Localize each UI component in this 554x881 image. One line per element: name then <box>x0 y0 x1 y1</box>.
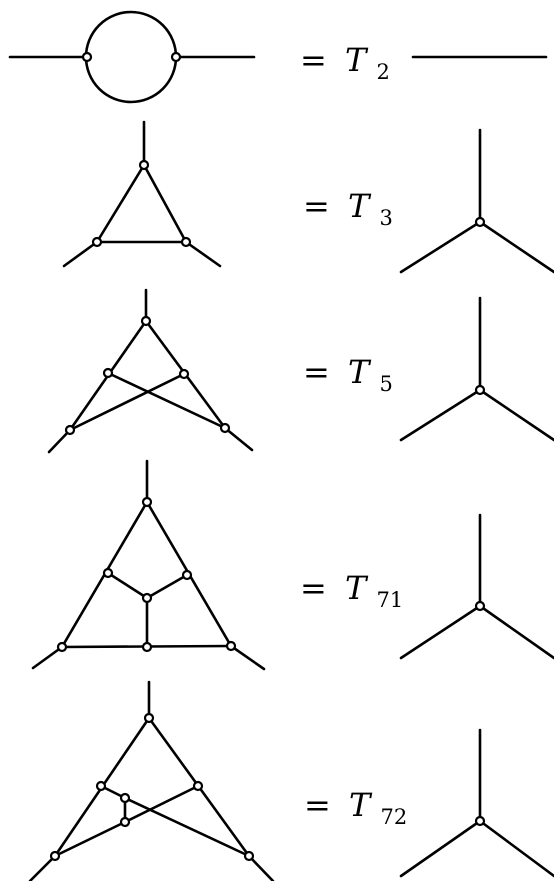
external-leg-right <box>223 426 254 452</box>
vertex <box>180 236 192 248</box>
external-leg-left <box>28 854 57 881</box>
vertex <box>141 641 153 653</box>
crossed-triangle-diagram <box>47 288 254 454</box>
leg <box>478 604 554 660</box>
equation-t3: = T 3 <box>303 187 393 230</box>
subscript: 5 <box>380 372 393 396</box>
leg <box>399 819 482 878</box>
vertex <box>91 236 103 248</box>
vertex <box>474 600 486 612</box>
loop-circle <box>84 10 178 104</box>
subscript: 71 <box>377 588 404 612</box>
equals-sign: = <box>300 41 327 79</box>
vertex <box>143 712 155 724</box>
subscript: 72 <box>381 805 408 829</box>
external-leg-left <box>62 240 99 268</box>
vertex <box>81 51 93 63</box>
vertex <box>56 641 68 653</box>
vertex <box>243 850 255 862</box>
vertex <box>192 780 204 792</box>
tadpole-symbol: T <box>348 187 372 225</box>
equals-sign: = <box>303 187 330 225</box>
row-t2: = T 2 <box>8 10 548 104</box>
internal-edge <box>106 371 227 430</box>
vertex <box>181 569 193 581</box>
triangle-diagram <box>62 120 222 268</box>
equation-t72: = T 72 <box>304 786 407 829</box>
tadpole-symbol: T <box>348 353 372 391</box>
subscript: 2 <box>377 60 390 84</box>
internal-edge <box>145 573 189 600</box>
vertex <box>119 792 131 804</box>
vertex <box>140 315 152 327</box>
leg <box>478 819 554 878</box>
equation-t5: = T 5 <box>303 353 393 396</box>
leg <box>399 388 482 442</box>
internal-edge <box>123 796 251 858</box>
equation-t71: = T 71 <box>300 569 403 612</box>
equals-sign: = <box>300 569 327 607</box>
vertex-diagram <box>399 128 554 274</box>
vertex <box>141 592 153 604</box>
equals-sign: = <box>304 786 331 824</box>
vertex <box>49 850 61 862</box>
bubble-diagram <box>8 10 256 104</box>
vertex <box>102 367 114 379</box>
vertex <box>178 368 190 380</box>
row-t72: = T 72 <box>28 680 554 881</box>
vertex <box>170 51 182 63</box>
row-t3: = T 3 <box>62 120 554 274</box>
vertex <box>474 815 486 827</box>
vertex-diagram <box>399 296 554 442</box>
vertex-diagram <box>399 728 554 878</box>
row-t5: = T 5 <box>47 288 554 454</box>
vertex <box>64 424 76 436</box>
internal-edge <box>106 571 149 600</box>
leg <box>478 220 554 274</box>
equation-t2: = T 2 <box>300 41 390 84</box>
row-t71: = T 71 <box>31 459 554 671</box>
external-leg-left <box>31 645 64 670</box>
benz-triangle-diagram <box>31 459 266 671</box>
leg <box>399 220 482 274</box>
external-leg-right <box>184 240 222 268</box>
internal-edge <box>123 784 200 824</box>
external-leg-right <box>229 644 266 671</box>
internal-edge <box>68 372 186 432</box>
vertex <box>474 384 486 396</box>
internal-edge <box>95 163 146 244</box>
vertex <box>138 159 150 171</box>
vertex <box>102 567 114 579</box>
vertex <box>474 216 486 228</box>
vertex <box>225 640 237 652</box>
vertex <box>141 496 153 508</box>
internal-edge <box>53 820 127 858</box>
crossed-inner-triangle-diagram <box>28 680 275 881</box>
vertex <box>219 422 231 434</box>
internal-edge <box>142 163 188 244</box>
vertex-diagram <box>399 513 554 660</box>
subscript: 3 <box>380 206 393 230</box>
tadpole-symbol: T <box>345 41 369 79</box>
leg <box>399 604 482 660</box>
tadpole-symbol: T <box>349 786 373 824</box>
vertex <box>119 816 131 828</box>
leg <box>478 388 554 442</box>
equals-sign: = <box>303 353 330 391</box>
external-leg-right <box>247 854 275 881</box>
tadpole-symbol: T <box>345 569 369 607</box>
vertex <box>95 780 107 792</box>
